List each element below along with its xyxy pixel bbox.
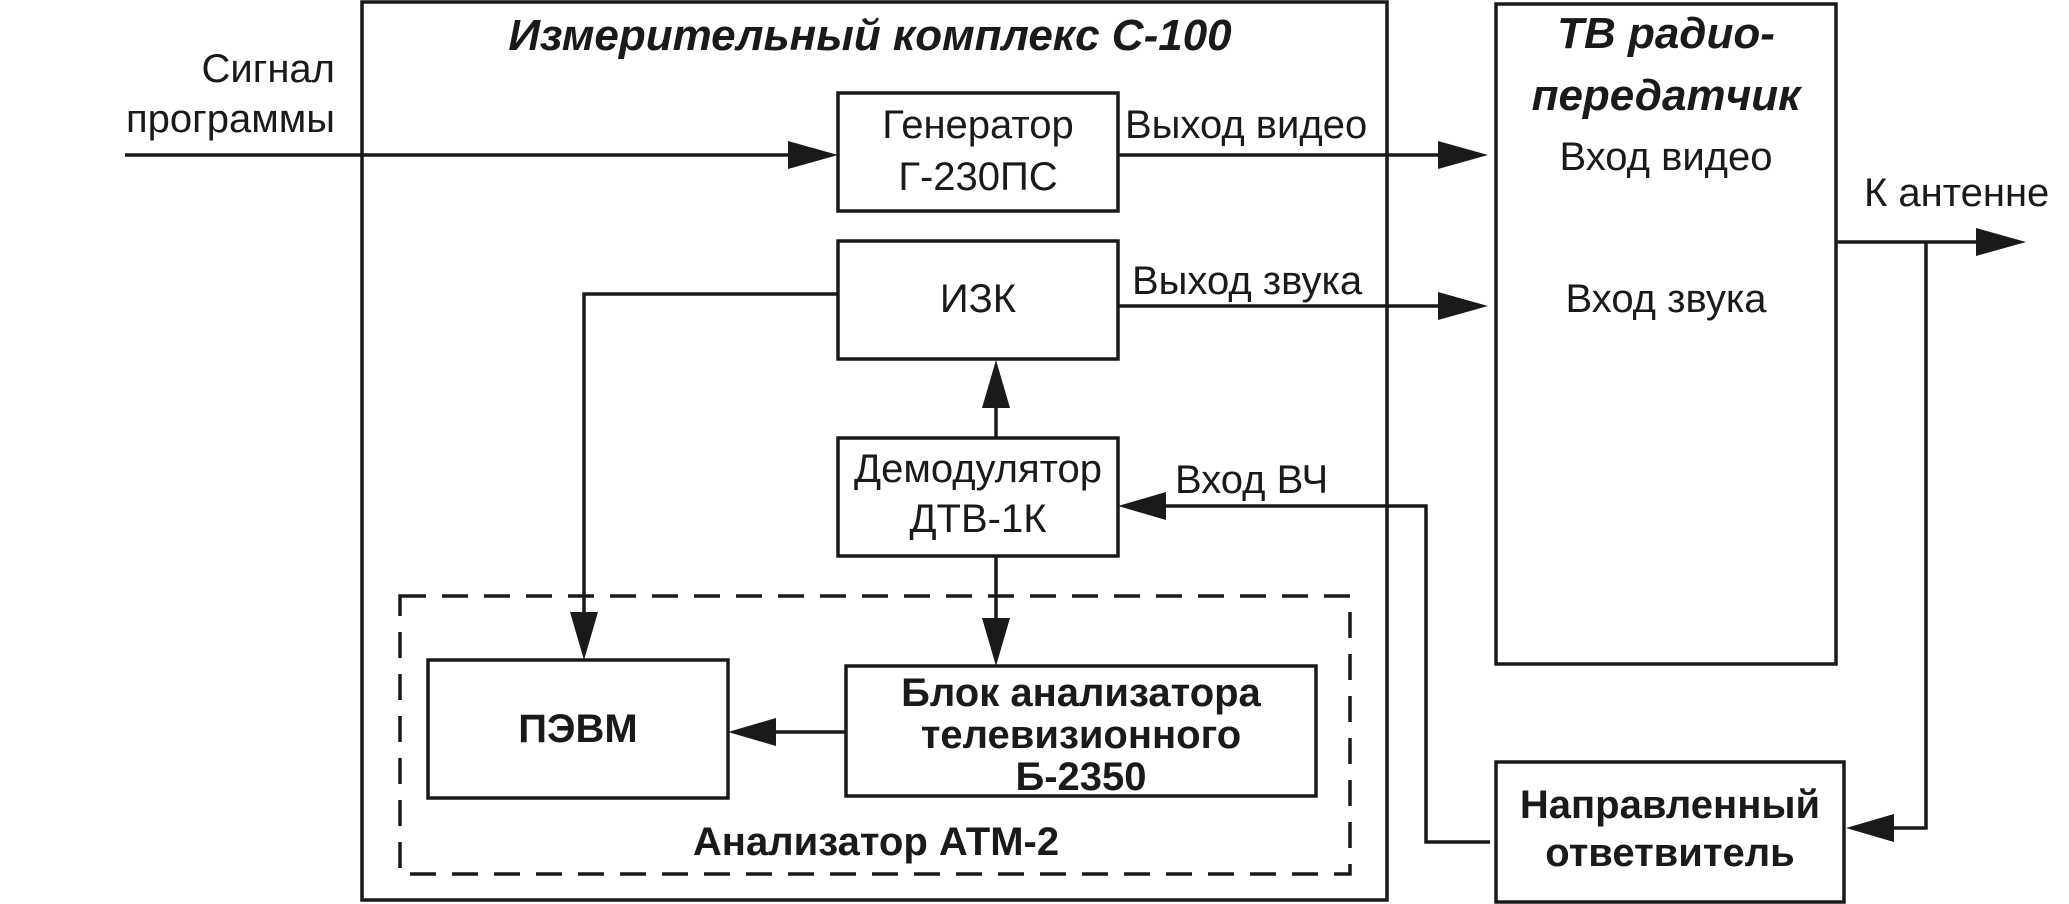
- generator-label-line2: Г-230ПС: [898, 155, 1057, 199]
- demodulator-to-block-arrowhead: [982, 618, 1010, 666]
- pc-label: ПЭВМ: [518, 707, 637, 751]
- video-out-label: Выход видео: [1125, 103, 1367, 147]
- transmitter-video-in: Вход видео: [1559, 135, 1772, 179]
- to-antenna-label: К антенне: [1864, 171, 2049, 215]
- audio-out-label: Выход звука: [1132, 259, 1363, 303]
- pc-box: [426, 658, 730, 800]
- generator-label-line1: Генератор: [882, 103, 1074, 147]
- program-signal-label-line2: программы: [126, 97, 335, 141]
- tv-analyzer-block-line3: Б-2350: [1015, 755, 1146, 799]
- demodulator-label-line2: ДТВ-1К: [909, 497, 1047, 541]
- coupler-box: [1494, 760, 1846, 904]
- coupler-label-line2: ответвитель: [1545, 831, 1794, 875]
- rf-in-arrowhead: [1118, 492, 1166, 520]
- demodulator-box: [836, 436, 1120, 558]
- antenna-to-coupler-wire: [1890, 242, 1928, 830]
- complex-title: Измерительный комплекс С-100: [508, 11, 1232, 60]
- rf-in-wire: [1156, 504, 1490, 844]
- demodulator-to-izk-arrowhead: [982, 360, 1010, 408]
- analyzer-frame: [398, 594, 1352, 876]
- transmitter-title-line1: ТВ радио-: [1557, 9, 1775, 58]
- generator-box: [836, 91, 1120, 213]
- transmitter-audio-in: Вход звука: [1566, 277, 1768, 321]
- izk-to-pc-wire: [582, 292, 838, 622]
- rf-in-label: Вход ВЧ: [1175, 458, 1328, 502]
- izk-label: ИЗК: [940, 277, 1017, 321]
- demodulator-label-line1: Демодулятор: [854, 447, 1102, 491]
- coupler-label-line1: Направленный: [1520, 783, 1820, 827]
- program-signal-arrowhead: [788, 141, 838, 169]
- tv-analyzer-block-line1: Блок анализатора: [901, 671, 1261, 715]
- audio-out-arrowhead: [1438, 292, 1488, 320]
- tv-analyzer-block-line2: телевизионного: [921, 713, 1241, 757]
- block-to-pc-arrowhead: [728, 718, 776, 746]
- complex-frame: [360, 0, 1389, 902]
- izk-to-pc-arrowhead: [570, 612, 598, 660]
- transmitter-box: [1494, 2, 1838, 666]
- analyzer-title: Анализатор АТМ-2: [693, 820, 1059, 864]
- video-out-arrowhead: [1438, 141, 1488, 169]
- transmitter-title-line2: передатчик: [1532, 71, 1804, 120]
- program-signal-label-line1: Сигнал: [202, 47, 336, 91]
- izk-box: [836, 239, 1120, 361]
- antenna-to-coupler-arrowhead: [1846, 814, 1894, 842]
- to-antenna-arrowhead: [1976, 228, 2026, 256]
